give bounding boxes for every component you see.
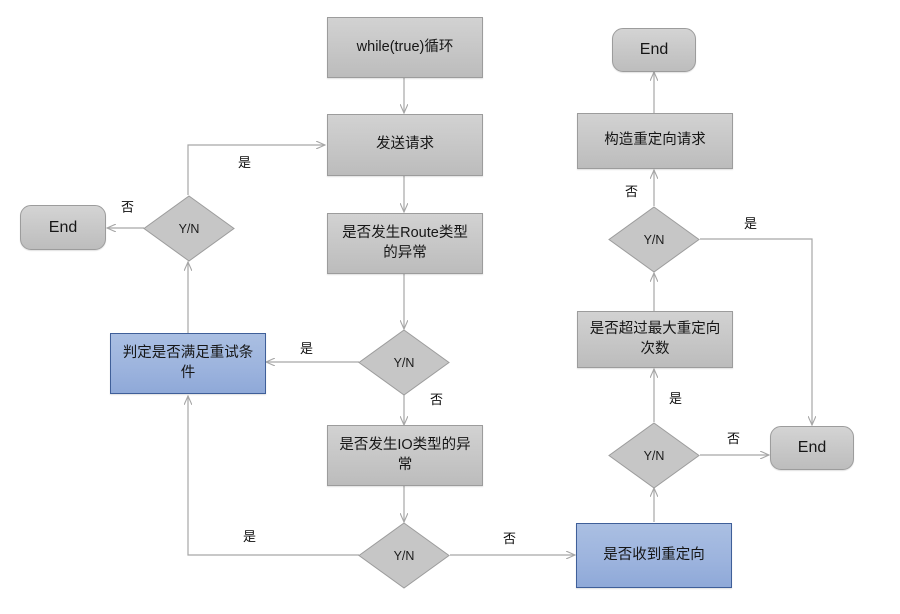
diamond-shape bbox=[608, 206, 700, 273]
edge-label-retry-yes: 是 bbox=[238, 155, 252, 170]
diamond-shape bbox=[358, 522, 450, 589]
node-label: End bbox=[639, 41, 669, 58]
node-got-redirect[interactable]: 是否收到重定向 bbox=[576, 523, 732, 588]
node-end-left[interactable]: End bbox=[20, 205, 106, 250]
node-max-redirects[interactable]: 是否超过最大重定向次数 bbox=[577, 311, 733, 368]
edge-label-io-no: 否 bbox=[503, 531, 517, 546]
edge-label-route-no: 否 bbox=[430, 392, 444, 407]
node-send-request[interactable]: 发送请求 bbox=[327, 114, 483, 176]
edge-label-route-yes: 是 bbox=[300, 341, 314, 356]
diamond-shape bbox=[358, 329, 450, 396]
node-label: 构造重定向请求 bbox=[604, 132, 706, 149]
node-decision-route[interactable]: Y/N bbox=[358, 329, 450, 396]
node-decision-io[interactable]: Y/N bbox=[358, 522, 450, 589]
node-end-top-right[interactable]: End bbox=[612, 28, 696, 72]
node-label: End bbox=[797, 439, 827, 456]
node-label: 是否收到重定向 bbox=[603, 546, 705, 563]
edge-label-io-yes: 是 bbox=[243, 529, 257, 544]
edge-max-yes-to-end bbox=[700, 238, 812, 425]
node-label: while(true)循环 bbox=[356, 38, 454, 55]
node-route-exception[interactable]: 是否发生Route类型的异常 bbox=[327, 213, 483, 274]
diamond-shape bbox=[143, 195, 235, 262]
edge-label-retry-no: 否 bbox=[119, 200, 134, 213]
node-label: Y/N bbox=[393, 548, 415, 563]
node-decision-max[interactable]: Y/N bbox=[608, 206, 700, 273]
node-label: Y/N bbox=[643, 448, 665, 463]
node-label: 发送请求 bbox=[376, 136, 434, 153]
node-label: Y/N bbox=[178, 221, 200, 236]
edge-label-redirect-no: 否 bbox=[727, 431, 741, 446]
edge-label-max-no: 否 bbox=[625, 184, 639, 199]
node-label: Y/N bbox=[643, 232, 665, 247]
node-retry-condition[interactable]: 判定是否满足重试条件 bbox=[110, 333, 266, 394]
node-label: 是否超过最大重定向次数 bbox=[589, 320, 721, 357]
diamond-shape bbox=[608, 422, 700, 489]
node-build-redirect[interactable]: 构造重定向请求 bbox=[577, 113, 733, 169]
node-label: End bbox=[48, 218, 78, 236]
node-io-exception[interactable]: 是否发生IO类型的异常 bbox=[327, 425, 483, 486]
node-label: 是否发生IO类型的异常 bbox=[339, 436, 471, 473]
node-while-loop[interactable]: while(true)循环 bbox=[327, 17, 483, 78]
edge-io-yes-to-retry bbox=[188, 396, 359, 556]
edge-label-max-yes: 是 bbox=[744, 216, 758, 231]
node-label: 是否发生Route类型的异常 bbox=[342, 224, 468, 261]
node-end-bottom-right[interactable]: End bbox=[770, 426, 854, 470]
node-decision-retry[interactable]: Y/N bbox=[143, 195, 235, 262]
node-label: 判定是否满足重试条件 bbox=[122, 344, 254, 381]
edge-retry-yes-to-send bbox=[187, 145, 325, 195]
edge-label-redirect-yes: 是 bbox=[669, 391, 683, 406]
node-label: Y/N bbox=[393, 355, 415, 370]
node-decision-redirect[interactable]: Y/N bbox=[608, 422, 700, 489]
